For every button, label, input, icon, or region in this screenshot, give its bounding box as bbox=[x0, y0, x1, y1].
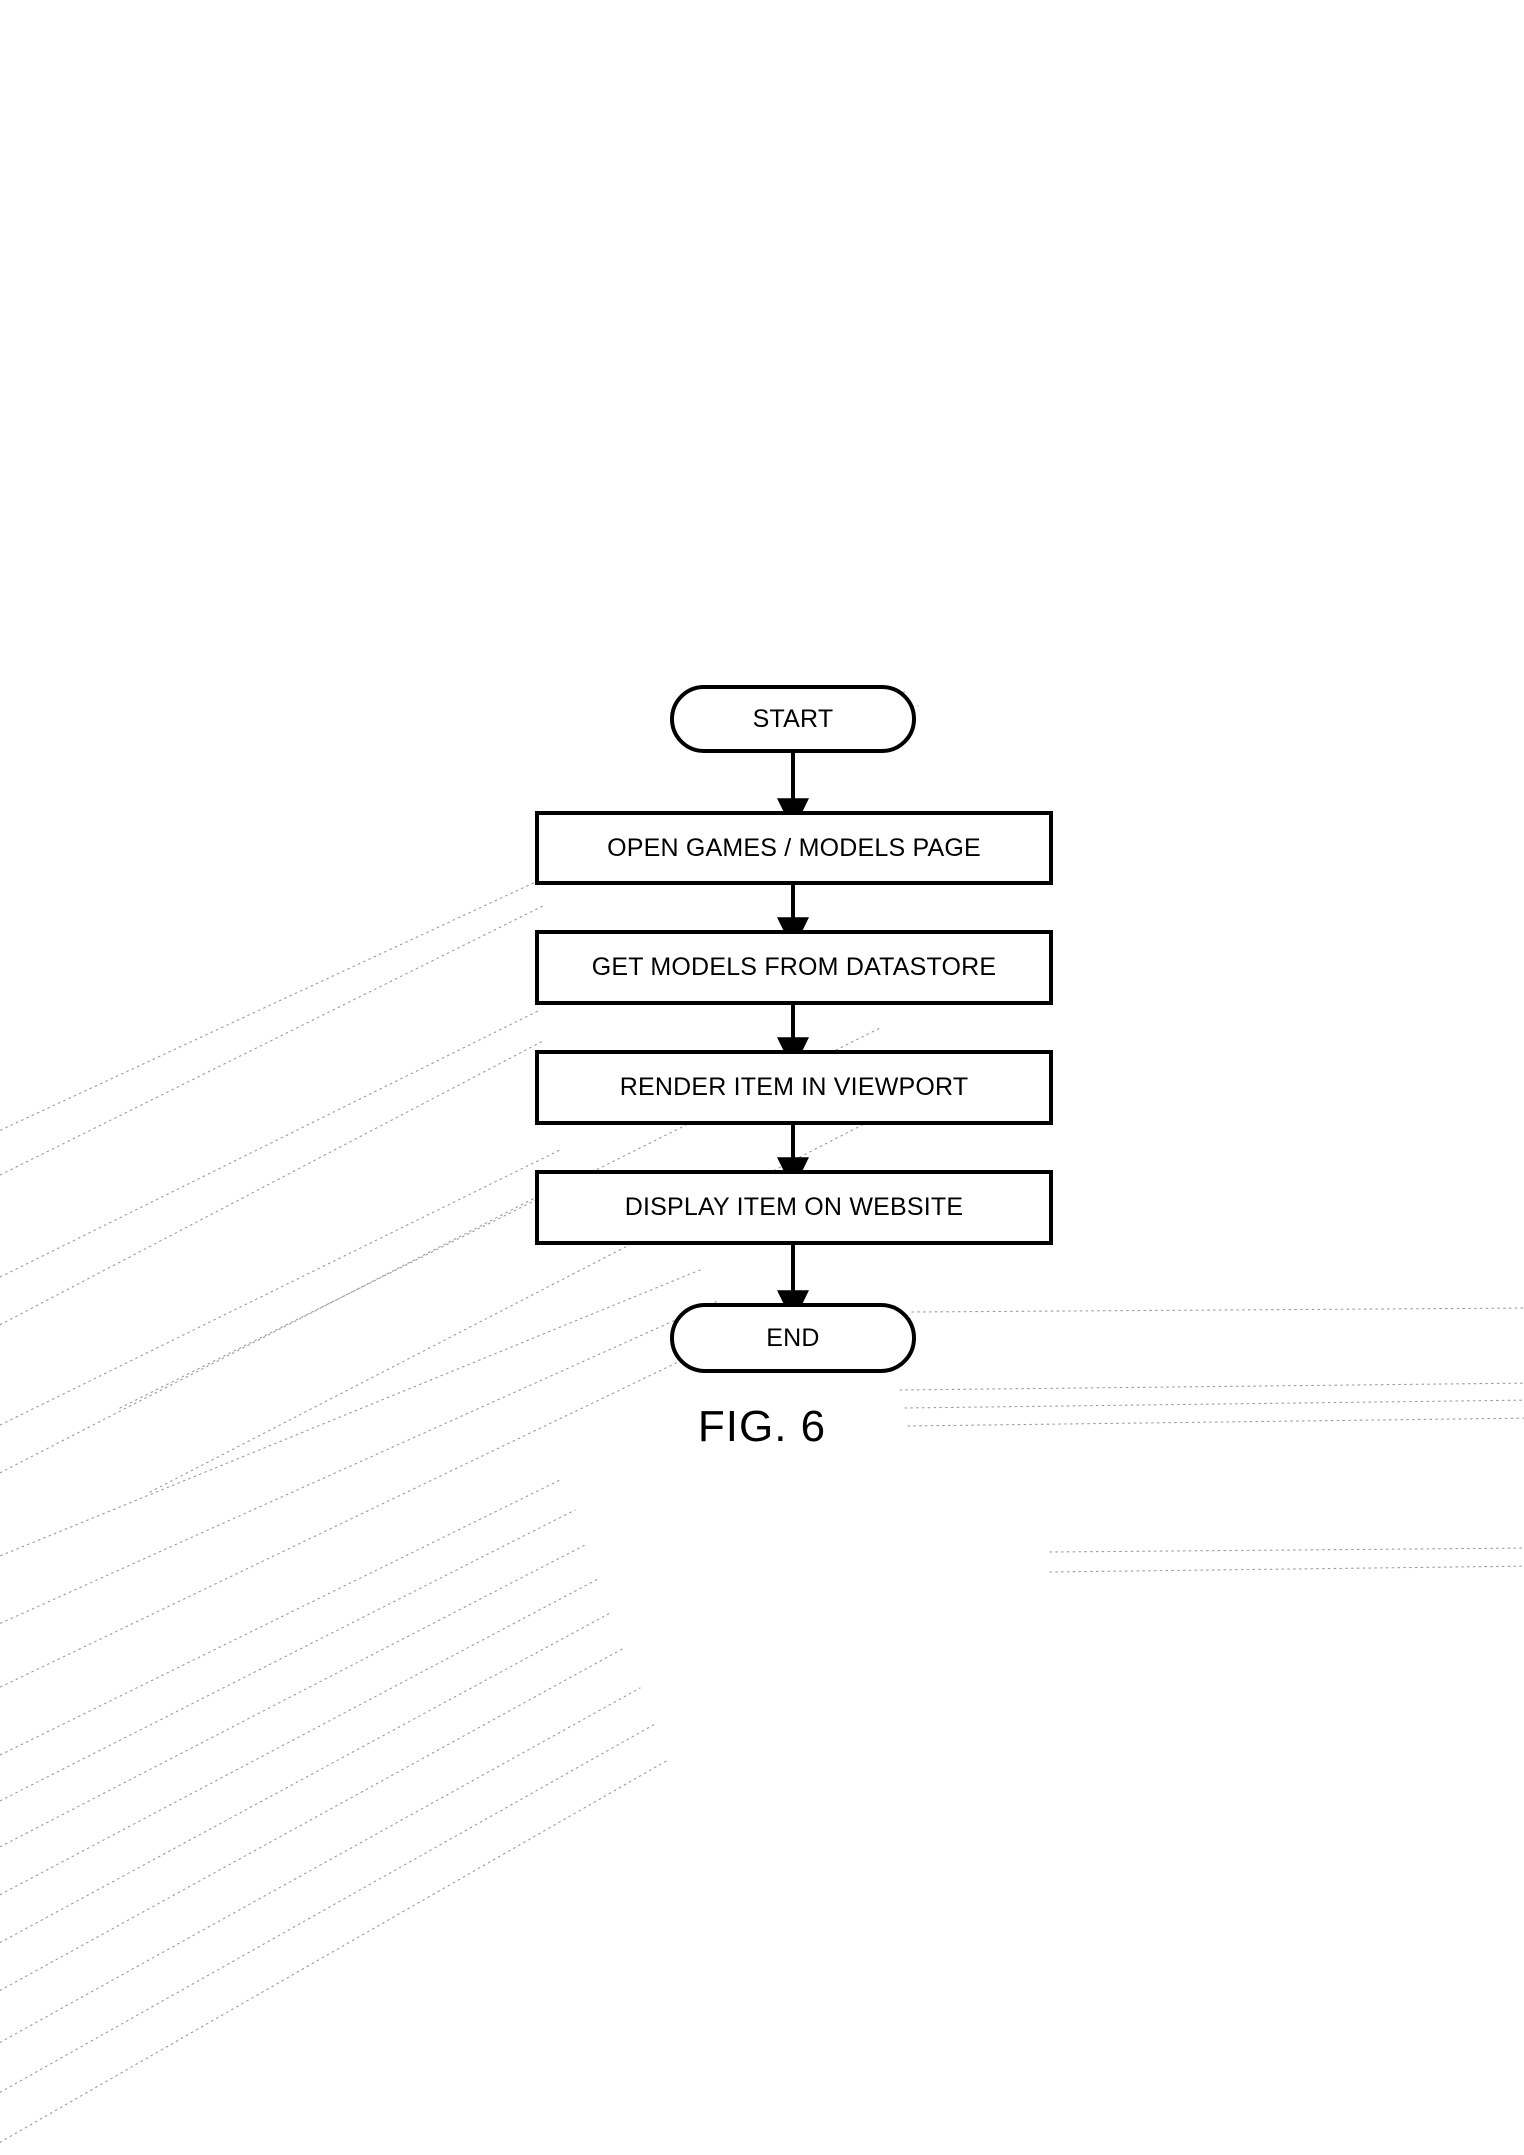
flow-node-get-models-from-datastore-label: GET MODELS FROM DATASTORE bbox=[591, 953, 997, 981]
flow-node-end[interactable]: END bbox=[670, 1303, 916, 1373]
flow-node-render-item-in-viewport-label: RENDER ITEM IN VIEWPORT bbox=[619, 1073, 969, 1101]
flow-node-get-models-from-datastore[interactable]: GET MODELS FROM DATASTORE bbox=[535, 930, 1053, 1005]
flow-node-open-games-models-page[interactable]: OPEN GAMES / MODELS PAGE bbox=[535, 811, 1053, 885]
flow-node-start-label: START bbox=[752, 704, 834, 733]
flow-node-display-item-on-website[interactable]: DISPLAY ITEM ON WEBSITE bbox=[535, 1170, 1053, 1245]
figure-label: FIG. 6 bbox=[697, 1402, 827, 1451]
flow-node-end-label: END bbox=[766, 1323, 820, 1352]
flow-node-display-item-on-website-label: DISPLAY ITEM ON WEBSITE bbox=[624, 1193, 964, 1221]
flow-node-open-games-models-page-label: OPEN GAMES / MODELS PAGE bbox=[607, 833, 981, 862]
flow-node-start[interactable]: START bbox=[670, 685, 916, 753]
flow-node-render-item-in-viewport[interactable]: RENDER ITEM IN VIEWPORT bbox=[535, 1050, 1053, 1125]
